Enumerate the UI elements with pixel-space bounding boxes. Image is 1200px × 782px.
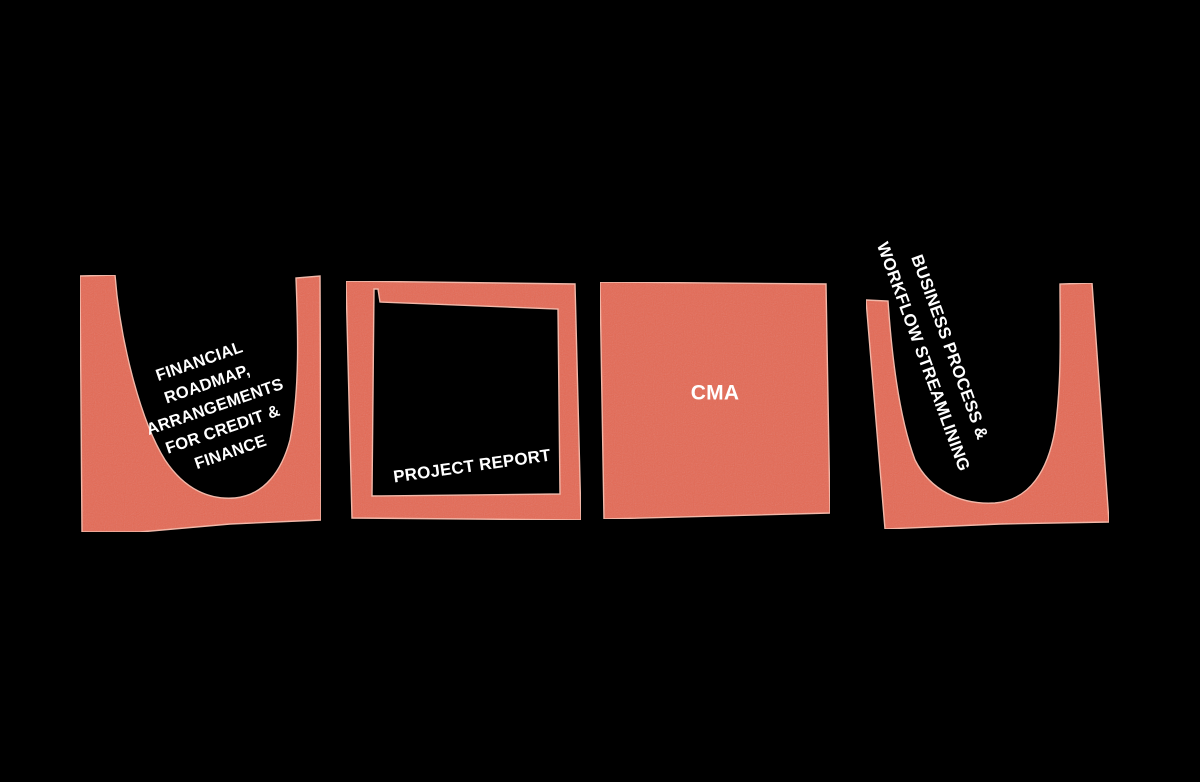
cma-text: CMA [690, 381, 740, 405]
u-shape-cutout-right [865, 282, 1110, 530]
solid-square-cutout [599, 281, 831, 520]
u-shape-cutout-left [79, 274, 322, 533]
square-frame-cutout [345, 280, 582, 521]
